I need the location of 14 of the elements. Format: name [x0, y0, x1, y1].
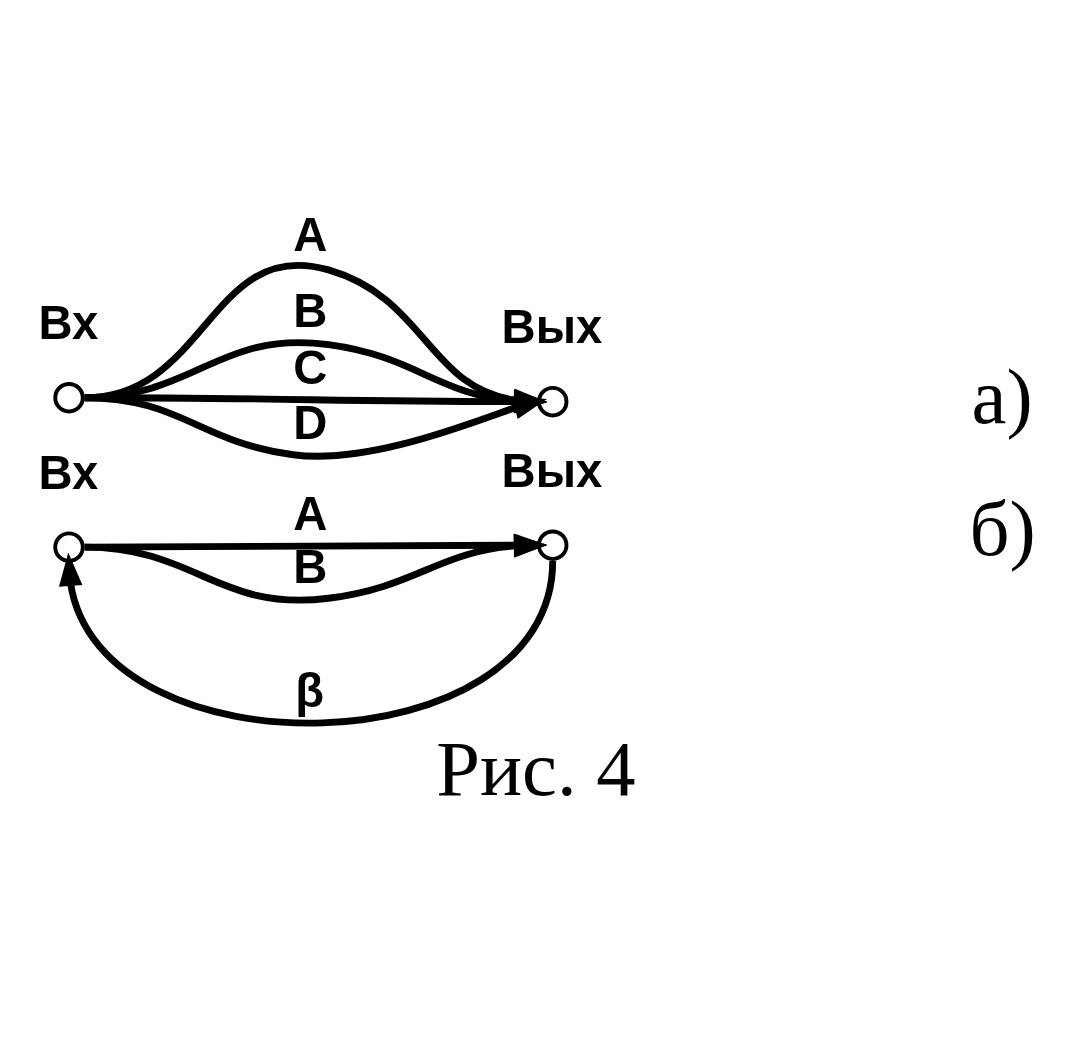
edge-label: β	[295, 663, 324, 717]
edge-label: A	[293, 207, 328, 261]
caption: Рис. 4	[436, 724, 636, 812]
edge-label: B	[293, 283, 328, 337]
node-label: Вых	[501, 299, 603, 353]
node-label: Вх	[38, 445, 99, 499]
label: а)	[971, 352, 1033, 440]
edge-label: D	[293, 395, 328, 449]
node-label: Вых	[501, 443, 603, 497]
edge-label: A	[293, 486, 328, 540]
node-label: Вх	[38, 295, 99, 349]
label: б)	[969, 484, 1036, 572]
edge-label: B	[293, 539, 328, 593]
edge-label: C	[293, 340, 328, 394]
